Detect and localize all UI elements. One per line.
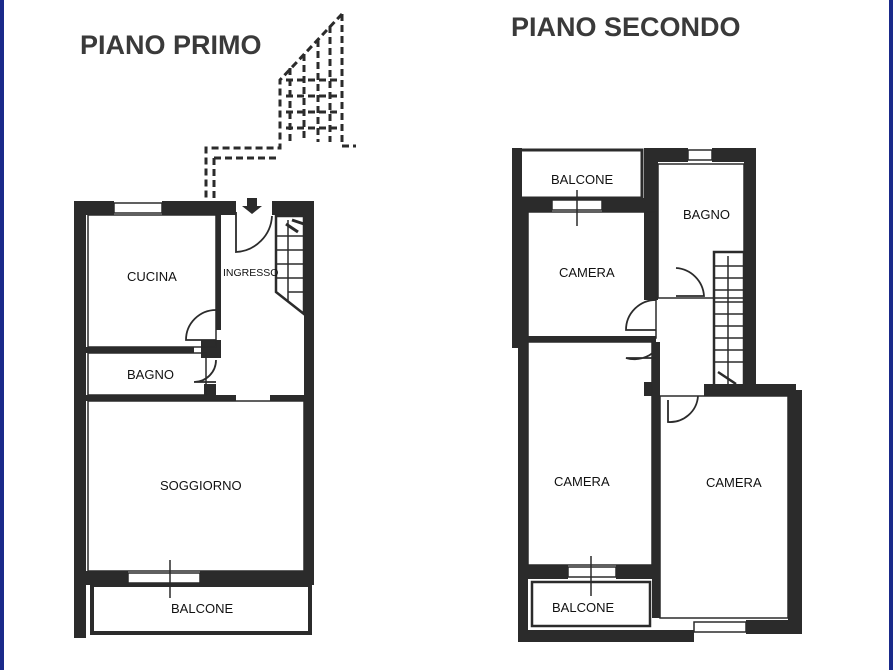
first-floor-plan: CUCINA INGRESSO BAGNO SOGGIORNO BALCONE	[74, 198, 314, 638]
first-floor-bathroom-label: BAGNO	[127, 367, 174, 382]
first-floor-balcony-label: BALCONE	[171, 601, 233, 616]
second-floor-title: PIANO SECONDO	[511, 12, 741, 42]
second-floor-plan: BALCONE BAGNO CAMERA CAMERA CAMERA BALCO…	[512, 148, 802, 642]
bedroom-left-label: CAMERA	[554, 474, 610, 489]
bedroom-right-label: CAMERA	[706, 475, 762, 490]
living-room-label: SOGGIORNO	[160, 478, 242, 493]
first-floor-title: PIANO PRIMO	[80, 30, 262, 60]
floorplan-drawing: PIANO PRIMO PIANO SECONDO	[74, 12, 802, 642]
bedroom-top-label: CAMERA	[559, 265, 615, 280]
second-floor-bottom-balcony-label: BALCONE	[552, 600, 614, 615]
dashed-stair-projection	[204, 12, 356, 200]
kitchen-label: CUCINA	[127, 269, 177, 284]
entrance-label: INGRESSO	[223, 267, 278, 279]
second-floor-top-balcony-label: BALCONE	[551, 172, 613, 187]
second-floor-bathroom-label: BAGNO	[683, 207, 730, 222]
